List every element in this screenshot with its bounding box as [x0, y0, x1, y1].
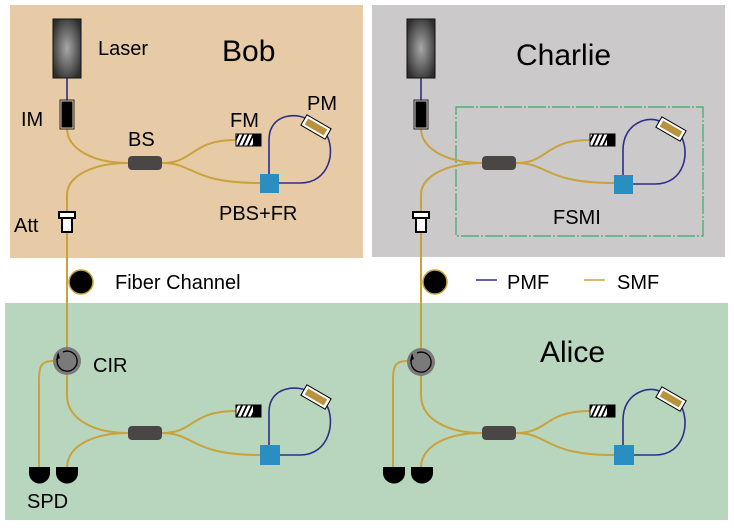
phase-modulator-icon: [655, 386, 687, 412]
bob-setup: Laser Bob IM BS FM PM PBS+FR Att: [14, 18, 337, 258]
circulator-icon: [407, 348, 435, 376]
beam-splitter-icon: [128, 156, 162, 170]
charlie-setup: Charlie FSMI: [406, 18, 687, 258]
spd-detector-icon: [56, 467, 78, 484]
fsmi-label: FSMI: [553, 207, 601, 229]
laser-icon: [52, 18, 82, 79]
smf-fiber: [66, 432, 129, 469]
cir-label: CIR: [93, 355, 127, 377]
smf-fiber: [38, 360, 54, 468]
bob-title: Bob: [222, 35, 275, 68]
pbs-fr-icon: [260, 445, 280, 465]
smf-fiber: [161, 162, 261, 184]
pbs-fr-icon: [614, 175, 633, 194]
fm-label: FM: [230, 110, 259, 132]
beam-splitter-icon: [482, 426, 516, 440]
spd-label: SPD: [27, 491, 68, 513]
fsmi-box: [455, 106, 704, 237]
laser-label: Laser: [98, 38, 148, 60]
pm-label: PM: [307, 93, 337, 115]
charlie-title: Charlie: [516, 39, 611, 72]
intensity-modulator-icon: [60, 100, 74, 129]
attenuator-icon: [58, 211, 76, 233]
spd-detector-icon: [383, 467, 405, 484]
smf-fiber: [515, 432, 615, 456]
attenuator-icon: [412, 211, 430, 233]
smf-fiber: [66, 162, 129, 258]
smf-fiber: [392, 360, 408, 468]
fiber-spool-icon: [422, 269, 448, 295]
spd-detector-icon: [411, 467, 433, 484]
smf-fiber: [161, 410, 237, 434]
phase-modulator-icon: [655, 116, 687, 142]
bs-label: BS: [128, 129, 155, 151]
pmf-loop: [622, 388, 662, 446]
legend-pmf-label: PMF: [507, 272, 549, 294]
beam-splitter-icon: [128, 426, 162, 440]
pmf-loop: [633, 135, 686, 185]
alice-panel: [5, 303, 728, 520]
laser-icon: [406, 18, 436, 79]
spd-detector-icon: [29, 467, 50, 484]
phase-modulator-icon: [300, 384, 332, 410]
smf-fiber: [515, 162, 615, 184]
pbs-fr-label: PBS+FR: [219, 203, 297, 225]
smf-fiber: [515, 410, 591, 434]
att-label: Att: [14, 215, 39, 237]
smf-fiber: [161, 432, 261, 456]
smf-fiber: [420, 374, 483, 434]
alice-title: Alice: [540, 336, 605, 369]
fiber-spool-icon: [68, 269, 94, 295]
fiber-channel-label: Fiber Channel: [115, 272, 241, 294]
circulator-icon: [53, 347, 81, 375]
alice-setup-right: Alice: [383, 336, 687, 484]
smf-fiber: [66, 375, 129, 434]
legend-smf-label: SMF: [617, 272, 659, 294]
phase-modulator-icon: [300, 114, 332, 140]
smf-fiber: [420, 432, 483, 469]
pmf-loop: [634, 405, 686, 456]
smf-fiber: [515, 139, 591, 164]
intensity-modulator-icon: [414, 100, 428, 129]
beam-splitter-icon: [482, 156, 516, 170]
pmf-loop: [622, 118, 662, 175]
alice-setup-left: CIR SPD: [27, 347, 332, 513]
legend: PMF SMF: [476, 272, 659, 294]
smf-fiber: [161, 139, 237, 164]
im-label: IM: [21, 109, 43, 131]
pbs-fr-icon: [260, 174, 279, 193]
pmf-loop: [279, 133, 332, 184]
pmf-loop: [280, 403, 332, 456]
smf-fiber: [420, 162, 483, 258]
pbs-fr-icon: [614, 445, 634, 465]
